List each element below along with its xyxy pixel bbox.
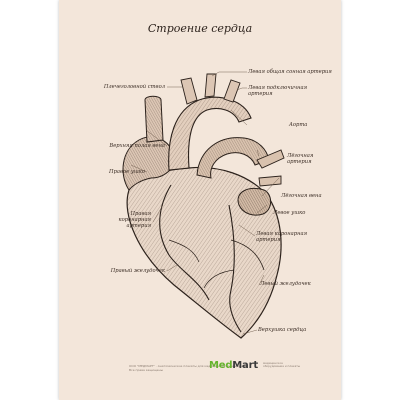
pulmonary-vein-shape: [256, 149, 285, 169]
label-left-common-carotid: Левая общая сонная артерия: [248, 69, 332, 75]
label-superior-vena-cava: Верхняя полая вена: [109, 143, 165, 149]
label-apex: Верхушка сердца: [258, 327, 307, 333]
left-coronary-vessel: [228, 204, 242, 333]
label-right-ventricle: Правый желудочек: [110, 268, 165, 274]
logo-part-mart: Mart: [232, 360, 258, 371]
poster: Строение сердца: [59, 0, 341, 400]
page-title: Строение сердца: [147, 22, 253, 35]
label-pulmonary-vein: Лёгочная вена: [281, 193, 322, 199]
label-brachiocephalic: Плечеголовной ствол: [103, 84, 165, 90]
label-left-atrium: Левое ушко: [273, 210, 306, 216]
label-pulmonary-artery: Лёгочная артерия: [287, 153, 314, 165]
heart-illustration: [122, 71, 285, 339]
right-leader-lines: [211, 71, 280, 335]
left-leader-lines: [130, 86, 183, 272]
right-coronary-vessel: [159, 184, 210, 301]
subclavian-shape: [223, 79, 241, 103]
label-left-ventricle: Левый желудочек: [260, 281, 311, 287]
medmart-logo: MedMart: [209, 360, 258, 371]
label-aorta: Аорта: [289, 122, 308, 128]
label-left-subclavian: Левая подключичная артерия: [248, 85, 308, 97]
carotid-shape: [204, 73, 217, 98]
brachiocephalic-shape: [180, 77, 198, 105]
footer-legal-text: ООО "МЕДМАРТ" · Анатомические плакаты дл…: [129, 364, 249, 372]
logo-part-med: Med: [209, 360, 233, 371]
label-right-atrium: Правое ушко: [109, 169, 145, 175]
label-left-coronary: Левая коронарная артерия: [256, 231, 308, 243]
logo-tagline: медицинское оборудование и плакаты: [263, 361, 301, 369]
label-right-coronary: Правая коронарная артерия: [118, 211, 151, 229]
